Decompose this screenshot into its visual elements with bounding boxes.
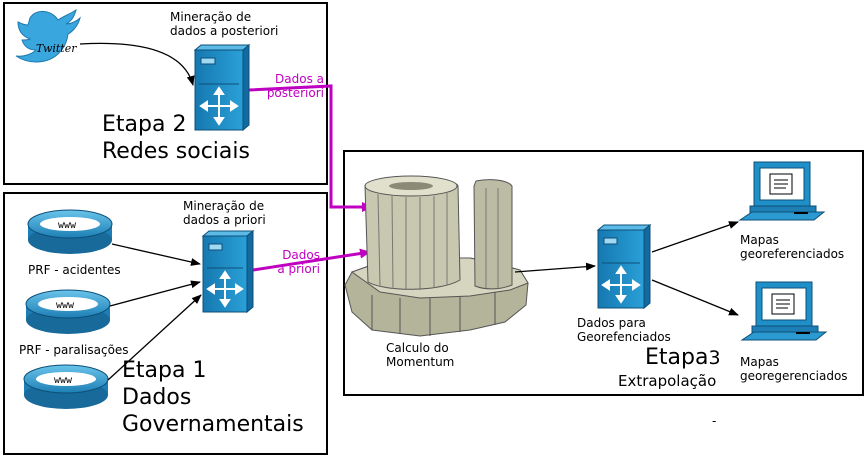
server-icon [193,43,251,132]
stray-mark: - [712,414,717,428]
router-disk-icon: www [25,289,111,334]
geo-data-line2: Georefenciados [577,330,671,344]
momentum-line2: Momentum [386,355,455,369]
stage3-title-num: 3 [708,347,721,369]
data-posteriori-line2: posteriori [266,86,324,100]
map1-label: Mapas georeferenciados [740,233,844,261]
arrow-acidentes [111,243,201,266]
momentum-column-icon [344,175,529,337]
arrow-to-map1 [651,221,739,253]
momentum-label: Calculo do Momentum [386,341,454,369]
map2-label: Mapas georegerenciados [740,355,848,383]
mining-priori-label: Mineração de dados a priori [183,199,266,227]
arrow-a-priori [252,248,371,272]
arrow-paralisacoes [109,280,201,307]
computer-icon [738,161,826,221]
server-icon [596,223,652,310]
arrow-to-map2 [651,279,739,316]
map2-line1: Mapas [740,355,779,369]
arrow-a-posteriori [248,84,373,212]
twitter-bird-icon: Twitter [15,8,81,63]
geo-data-line1: Dados para [577,316,646,330]
stage2-title-line2: Redes sociais [102,139,250,164]
arrow-to-geo-server [514,262,596,273]
stage3-title: Etapa3 [645,345,721,371]
svg-text:www: www [54,375,73,386]
data-posteriori-line1: Dados a [275,72,324,86]
data-priori-line1: Dados [282,248,320,262]
router-disk-icon: www [23,364,109,409]
stage1-title-line2: Dados [122,385,192,410]
svg-text:www: www [56,300,75,311]
mining-posteriori-label: Mineração de dados a posteriori [170,10,278,38]
source-label-acidentes: PRF - acidentes [28,263,121,277]
map2-line2: georegerenciados [740,369,848,383]
mining-posteriori-line1: Mineração de [170,10,252,24]
stage2-title: Etapa 2 Redes sociais [102,111,250,165]
map1-line2: georeferenciados [740,247,845,261]
mining-priori-line1: Mineração de [183,199,265,213]
stage1-title-line1: Etapa 1 [122,358,207,383]
mining-priori-line2: dados a priori [183,213,266,227]
geo-data-label: Dados para Georefenciados [577,316,671,344]
router-disk-icon: www [27,209,113,254]
momentum-line1: Calculo do [386,341,449,355]
data-priori-label: Dados a priori [266,248,320,276]
map1-line1: Mapas [740,233,779,247]
arrow-twitter-to-server [79,42,195,86]
stage1-title-line3: Governamentais [122,412,304,437]
stage3-title-main: Etapa [645,345,709,370]
computer-icon [740,281,828,341]
arrow-third-source [107,294,202,381]
server-icon [201,229,255,314]
data-posteriori-label: Dados a posteriori [262,72,324,100]
stage1-title: Etapa 1 Dados Governamentais [122,357,304,438]
svg-text:www: www [58,220,77,231]
stage2-title-line1: Etapa 2 [102,112,187,137]
source-label-paralisacoes: PRF - paralisações [19,343,129,357]
twitter-label: Twitter [36,42,77,55]
stage3-subtitle: Extrapolação [618,372,717,390]
mining-posteriori-line2: dados a posteriori [170,24,279,38]
data-priori-line2: a priori [277,262,320,276]
